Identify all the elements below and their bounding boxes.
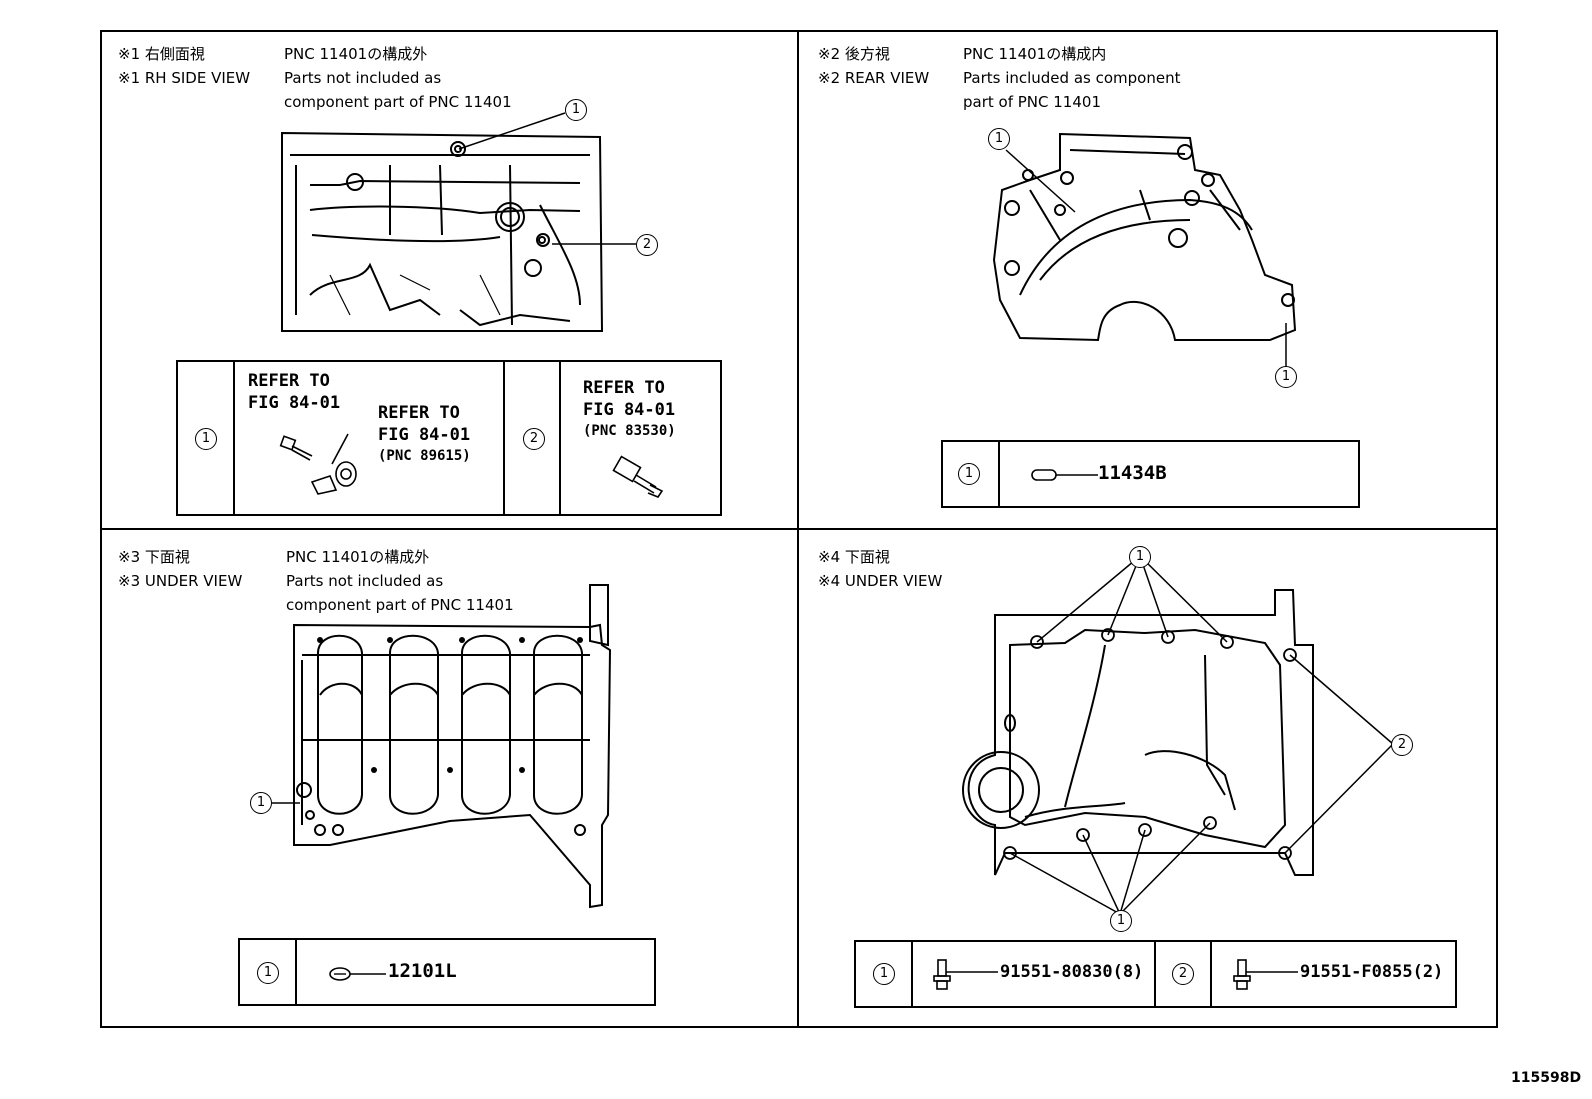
p4-callout-2: 2 <box>1391 734 1413 756</box>
p1-ref-c-3: (PNC 83530) <box>583 423 676 439</box>
p4-table-callout-2: 2 <box>1172 963 1194 985</box>
oil-pan-drawing <box>962 589 1314 876</box>
flange-bolt-icon-2 <box>1233 959 1298 990</box>
panel-divider-horizontal <box>100 528 1498 530</box>
sensor-icon <box>612 455 664 498</box>
engine-block-rear-drawing <box>992 132 1297 342</box>
p1-table-callout-1: 1 <box>195 428 217 450</box>
p4-table-callout-1: 1 <box>873 963 895 985</box>
p1-title-jp: ※1 右側面視 <box>118 45 205 63</box>
p1-ref-b-2: FIG 84-01 <box>378 425 471 445</box>
engine-block-side-drawing <box>281 131 604 332</box>
p3-note-jp: PNC 11401の構成外 <box>286 548 430 566</box>
p2-title-en: ※2 REAR VIEW <box>818 69 930 87</box>
p1-callout-2: 2 <box>636 234 658 256</box>
p3-parts-table <box>238 938 656 1006</box>
p1-note-en-2: component part of PNC 11401 <box>284 93 512 111</box>
plug-icon <box>329 967 386 981</box>
p2-note-en-2: part of PNC 11401 <box>963 93 1101 111</box>
p4-callout-1-bottom: 1 <box>1110 910 1132 932</box>
flange-bolt-icon-1 <box>933 959 998 990</box>
p2-note-en-1: Parts included as component <box>963 69 1181 87</box>
p1-ref-a-2: FIG 84-01 <box>248 393 341 413</box>
p4-title-jp: ※4 下面視 <box>818 548 890 566</box>
engine-block-bottom-drawing <box>293 584 612 909</box>
p1-parts-table <box>176 360 722 516</box>
p2-part-number: 11434B <box>1098 462 1167 484</box>
bolt-icon <box>279 435 313 461</box>
p2-callout-1a: 1 <box>988 128 1010 150</box>
p4-callout-1-top: 1 <box>1129 546 1151 568</box>
p1-ref-b-3: (PNC 89615) <box>378 448 471 464</box>
p2-parts-table <box>941 440 1360 508</box>
p1-note-jp: PNC 11401の構成外 <box>284 45 428 63</box>
p2-callout-1b: 1 <box>1275 366 1297 388</box>
p3-title-en: ※3 UNDER VIEW <box>118 572 243 590</box>
p3-table-callout-1: 1 <box>257 962 279 984</box>
p1-ref-c-1: REFER TO <box>583 378 665 398</box>
p1-note-en-1: Parts not included as <box>284 69 442 87</box>
p1-ref-b-1: REFER TO <box>378 403 460 423</box>
p4-part-number-1: 91551-80830(8) <box>1000 962 1144 982</box>
p3-callout-1: 1 <box>250 792 272 814</box>
p1-table-callout-2: 2 <box>523 428 545 450</box>
p1-ref-c-2: FIG 84-01 <box>583 400 676 420</box>
figure-id: 115598D <box>1511 1070 1582 1086</box>
p1-title-en: ※1 RH SIDE VIEW <box>118 69 251 87</box>
p3-note-en-1: Parts not included as <box>286 572 444 590</box>
p3-part-number: 12101L <box>388 960 457 982</box>
p4-parts-table <box>854 940 1457 1008</box>
p4-part-number-2: 91551-F0855(2) <box>1300 962 1444 982</box>
p2-title-jp: ※2 後方視 <box>818 45 890 63</box>
p3-note-en-2: component part of PNC 11401 <box>286 596 514 614</box>
p2-note-jp: PNC 11401の構成内 <box>963 45 1107 63</box>
dowel-pin-icon <box>1031 469 1098 481</box>
p2-table-callout-1: 1 <box>958 463 980 485</box>
p4-title-en: ※4 UNDER VIEW <box>818 572 943 590</box>
p1-ref-a-1: REFER TO <box>248 371 330 391</box>
p1-callout-1: 1 <box>565 99 587 121</box>
connector-icon <box>310 433 357 495</box>
p3-title-jp: ※3 下面視 <box>118 548 190 566</box>
